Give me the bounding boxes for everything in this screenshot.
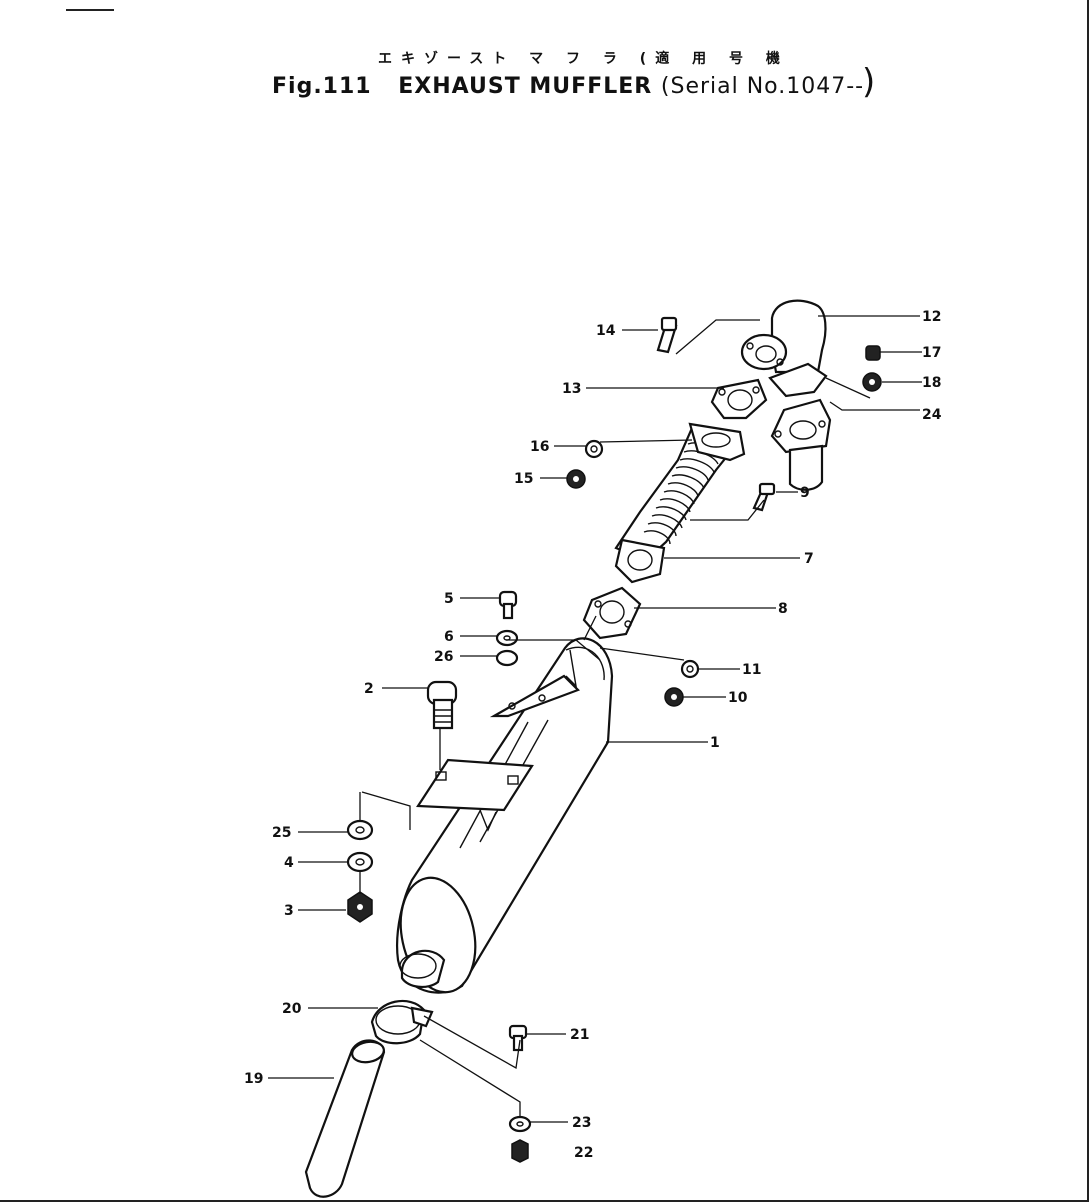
callout-15: 15 [514,471,533,487]
title-japanese: エキゾースト マ フ ラ (適 用 号 機 [378,51,789,67]
leader-lines [268,315,922,1123]
callout-8: 8 [778,601,788,617]
callout-6: 6 [444,629,454,645]
serial-range: (Serial No.1047-- [660,74,865,99]
part-20-clamp [370,1000,434,1045]
callout-13: 13 [562,381,581,397]
callout-14: 14 [596,323,616,339]
hardware [346,316,882,1163]
callout-20: 20 [282,1001,302,1017]
callout-1: 1 [710,735,720,751]
part-9-flexible-pipe [614,422,746,584]
callout-9: 9 [800,485,810,501]
part-24-pipe [770,398,832,491]
callout-18: 18 [922,375,941,391]
callout-3: 3 [284,903,294,919]
callout-26: 26 [434,649,453,665]
figure-number: Fig.111 [272,74,372,99]
title-close-paren: ) [862,62,876,102]
callout-16: 16 [530,439,549,455]
callout-numbers: 14 12 17 18 24 13 16 15 9 7 8 5 6 26 11 … [244,309,942,1161]
figure-name: EXHAUST MUFFLER [398,74,653,99]
part-8-gasket [582,586,642,640]
callout-12: 12 [922,309,941,325]
callout-19: 19 [244,1071,263,1087]
callout-17: 17 [922,345,941,361]
part-12-elbow [740,299,828,398]
callout-21: 21 [570,1027,589,1043]
figure-title: Fig.111 EXHAUST MUFFLER (Serial No.1047-… [272,74,864,99]
callout-24: 24 [922,407,942,423]
callout-11: 11 [742,662,761,678]
callout-22: 22 [574,1145,593,1161]
callout-7: 7 [804,551,814,567]
callout-4: 4 [284,855,294,871]
callout-2: 2 [364,681,374,697]
part-13-gasket [710,378,768,420]
callout-23: 23 [572,1115,591,1131]
callout-25: 25 [272,825,291,841]
corner-mark [66,9,114,11]
callout-5: 5 [444,591,454,607]
callout-10: 10 [728,690,748,706]
part-1-muffler [396,637,614,994]
part-19-tail-pipe [304,1039,386,1198]
